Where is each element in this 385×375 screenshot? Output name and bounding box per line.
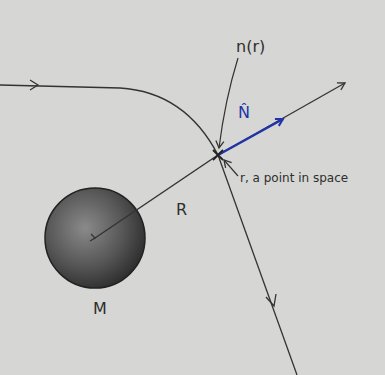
- radius-label: R: [176, 201, 187, 219]
- radius-arrowhead: [90, 234, 95, 241]
- mass-label: M: [93, 300, 107, 318]
- ray-direction-mark: [266, 294, 276, 306]
- light-ray-in: [0, 85, 218, 155]
- light-ray-out: [218, 155, 297, 375]
- normal-label: N̂: [238, 104, 250, 122]
- leader-line: [219, 58, 238, 148]
- unit-normal-arrow: [218, 119, 283, 155]
- ray-direction-mark: [30, 80, 38, 90]
- leader-line: [224, 160, 238, 176]
- mass-sphere: [45, 188, 145, 288]
- radius-line: [95, 155, 218, 238]
- point-label: r, a point in space: [240, 172, 348, 185]
- normal-line: [218, 83, 345, 155]
- point-mark: [213, 150, 223, 160]
- refractive-index-label: n(r): [236, 38, 265, 56]
